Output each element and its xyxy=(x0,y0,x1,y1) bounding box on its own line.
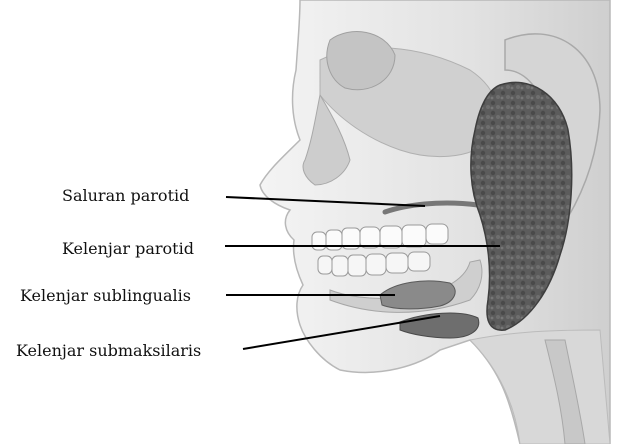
lower-teeth xyxy=(317,251,431,277)
nose-cartilage xyxy=(302,93,351,186)
trachea xyxy=(544,339,586,444)
eye-socket xyxy=(326,31,396,91)
label-kelenjar-submaksilaris: Kelenjar submaksilaris xyxy=(16,341,202,360)
label-kelenjar-parotid: Kelenjar parotid xyxy=(62,239,194,258)
sublingual-gland xyxy=(379,280,456,310)
parotid-gland xyxy=(470,81,573,331)
label-saluran-parotid: Saluran parotid xyxy=(62,186,190,205)
parotid-duct xyxy=(382,200,481,215)
label-kelenjar-sublingualis: Kelenjar sublingualis xyxy=(20,286,191,305)
leader-line-kelenjar-submaksilaris xyxy=(242,315,441,350)
neck xyxy=(468,329,611,444)
leader-line-saluran-parotid xyxy=(225,196,426,207)
